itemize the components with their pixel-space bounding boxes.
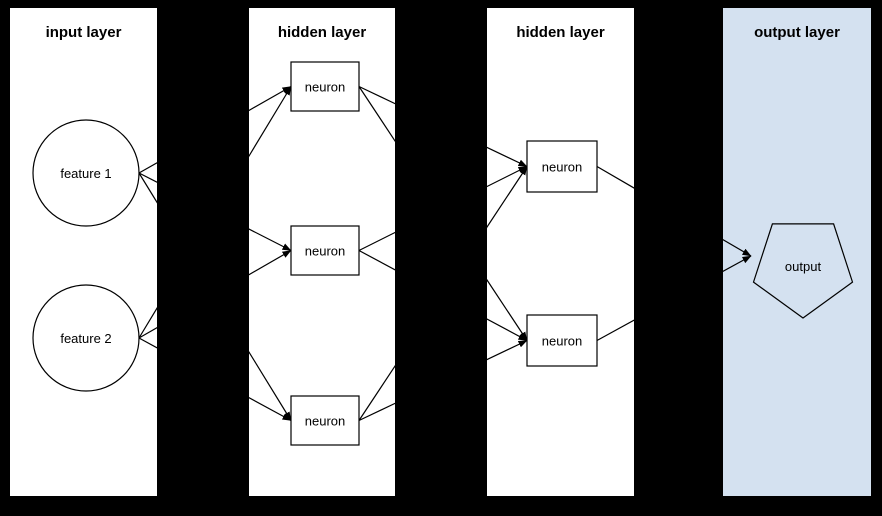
layer-panel-hidden-layer-2 (487, 8, 634, 496)
node-shape-output-node[interactable] (752, 223, 854, 319)
edge-hidden1_to_hidden2-3-target-segment (487, 318, 528, 342)
node-label-output-node: output (785, 259, 822, 274)
edge-hidden2_to_output-1-target-segment (723, 255, 752, 273)
edge-input_to_hidden1-5-target-segment (249, 397, 292, 422)
layer-title-output-layer: output layer (754, 24, 840, 41)
edge-hidden1_to_hidden2-3-source-segment (358, 249, 395, 271)
edge-hidden1_to_hidden2-0-target-segment (487, 146, 528, 168)
layer-panel-input-layer (10, 8, 157, 496)
node-label-hidden-1-neuron-1: neuron (305, 80, 345, 95)
edge-hidden2_to_output-0-source-segment (596, 165, 634, 189)
layer-nodes: feature 1 feature 2 neuron neuron neuron neur… (32, 61, 854, 446)
node-shape-hidden-1-neuron-3[interactable] (290, 395, 360, 446)
node-label-hidden-1-neuron-2: neuron (305, 244, 345, 259)
edge-hidden1_to_hidden2-0-source-segment (358, 85, 395, 105)
edge-input_to_hidden1-3-target-segment (249, 86, 292, 158)
edge-input_to_hidden1-4-target-segment (249, 249, 292, 276)
edge-input_to_hidden1-0-target-segment (249, 85, 292, 112)
edge-hidden1_to_hidden2-2-target-segment (487, 165, 528, 188)
layer-titles: input layer hidden layer hidden layer outpu… (46, 24, 841, 41)
edge-hidden1_to_hidden2-5-source-segment (358, 402, 395, 422)
edge-input_to_hidden1-2-target-segment (249, 350, 292, 421)
node-shape-hidden-1-neuron-2[interactable] (290, 225, 360, 276)
node-shape-hidden-2-neuron-2[interactable] (526, 314, 598, 367)
node-label-hidden-2-neuron-2: neuron (542, 334, 582, 349)
layer-title-hidden-layer-1: hidden layer (278, 24, 367, 41)
edge-hidden1_to_hidden2-4-source-segment (358, 364, 395, 421)
connection-edges (138, 85, 752, 422)
node-shape-feature-2[interactable] (32, 284, 140, 392)
layer-title-hidden-layer-2: hidden layer (516, 24, 605, 41)
node-shape-feature-1[interactable] (32, 119, 140, 227)
node-label-hidden-2-neuron-1: neuron (542, 160, 582, 175)
edge-hidden2_to_output-0-target-segment (723, 239, 752, 257)
layer-title-input-layer: input layer (46, 24, 122, 41)
node-label-feature-2: feature 2 (60, 331, 111, 346)
edge-input_to_hidden1-1-target-segment (249, 228, 292, 252)
edge-hidden2_to_output-1-source-segment (596, 319, 634, 342)
node-shape-hidden-1-neuron-1[interactable] (290, 61, 360, 112)
edge-hidden1_to_hidden2-5-target-segment (487, 339, 528, 361)
edge-hidden1_to_hidden2-1-target-segment (487, 278, 528, 341)
edge-hidden1_to_hidden2-1-source-segment (358, 86, 395, 143)
node-shape-hidden-2-neuron-1[interactable] (526, 140, 598, 193)
node-label-hidden-1-neuron-3: neuron (305, 414, 345, 429)
edge-hidden1_to_hidden2-4-target-segment (487, 166, 528, 229)
edge-hidden1_to_hidden2-2-source-segment (358, 231, 395, 252)
node-label-feature-1: feature 1 (60, 166, 111, 181)
